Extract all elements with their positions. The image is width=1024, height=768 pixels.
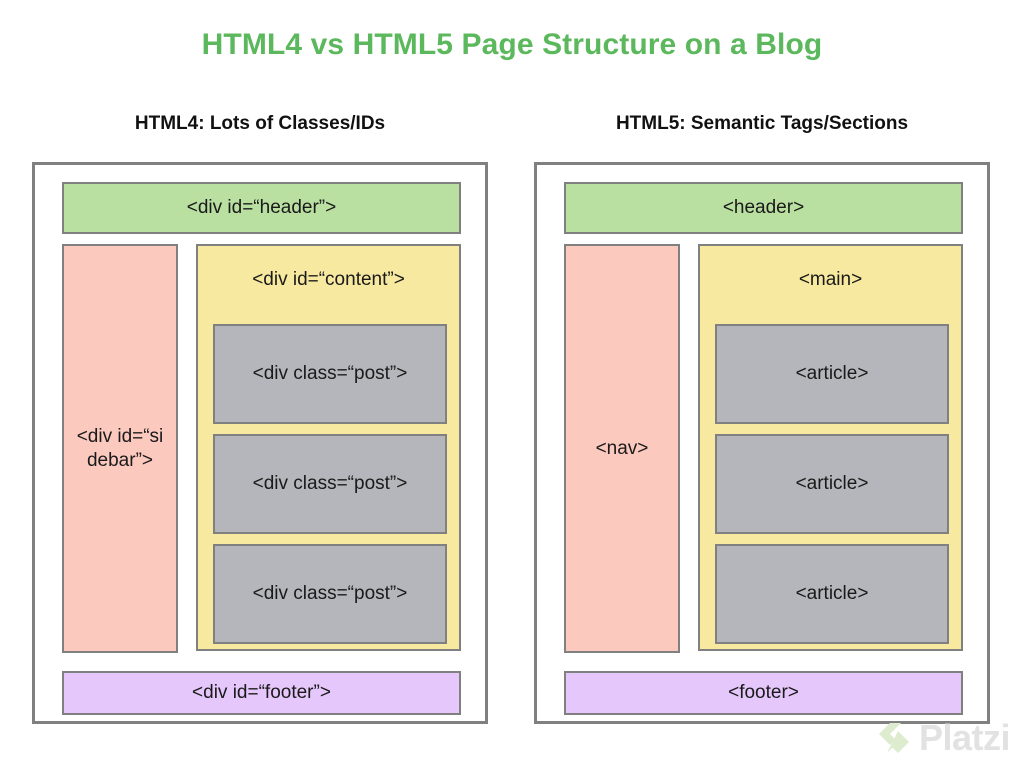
platzi-wordmark: Platzi <box>918 717 1011 758</box>
block-header-html5: <header> <box>564 182 963 234</box>
block-sidebar-html4: <div id=“sidebar”> <box>62 244 178 653</box>
block-sidebar-label-html4: <div id=“sidebar”> <box>76 426 164 471</box>
column-heading-html4: HTML4: Lots of Classes/IDs <box>134 113 386 134</box>
block-article-html5-3: <article> <box>715 544 949 644</box>
diagram-panel-html5: <header> <nav> <main> <article> <article… <box>534 162 990 724</box>
block-footer-html4: <div id=“footer”> <box>62 671 461 715</box>
block-post-html4-2: <div class=“post”> <box>213 434 447 534</box>
block-nav-html5: <nav> <box>564 244 680 653</box>
block-footer-html5: <footer> <box>564 671 963 715</box>
diagram-panel-html4: <div id=“header”> <div id=“sidebar”> <di… <box>32 162 488 724</box>
platzi-logo-icon <box>877 721 911 755</box>
block-article-html5-1: <article> <box>715 324 949 424</box>
block-nav-label-html5: <nav> <box>595 437 649 459</box>
page-title: HTML4 vs HTML5 Page Structure on a Blog <box>201 28 823 61</box>
block-post-html4-3: <div class=“post”> <box>213 544 447 644</box>
block-post-html4-1: <div class=“post”> <box>213 324 447 424</box>
platzi-watermark: Platzi <box>877 717 1011 758</box>
column-heading-html5: HTML5: Semantic Tags/Sections <box>615 113 909 134</box>
block-article-html5-2: <article> <box>715 434 949 534</box>
block-header-html4: <div id=“header”> <box>62 182 461 234</box>
